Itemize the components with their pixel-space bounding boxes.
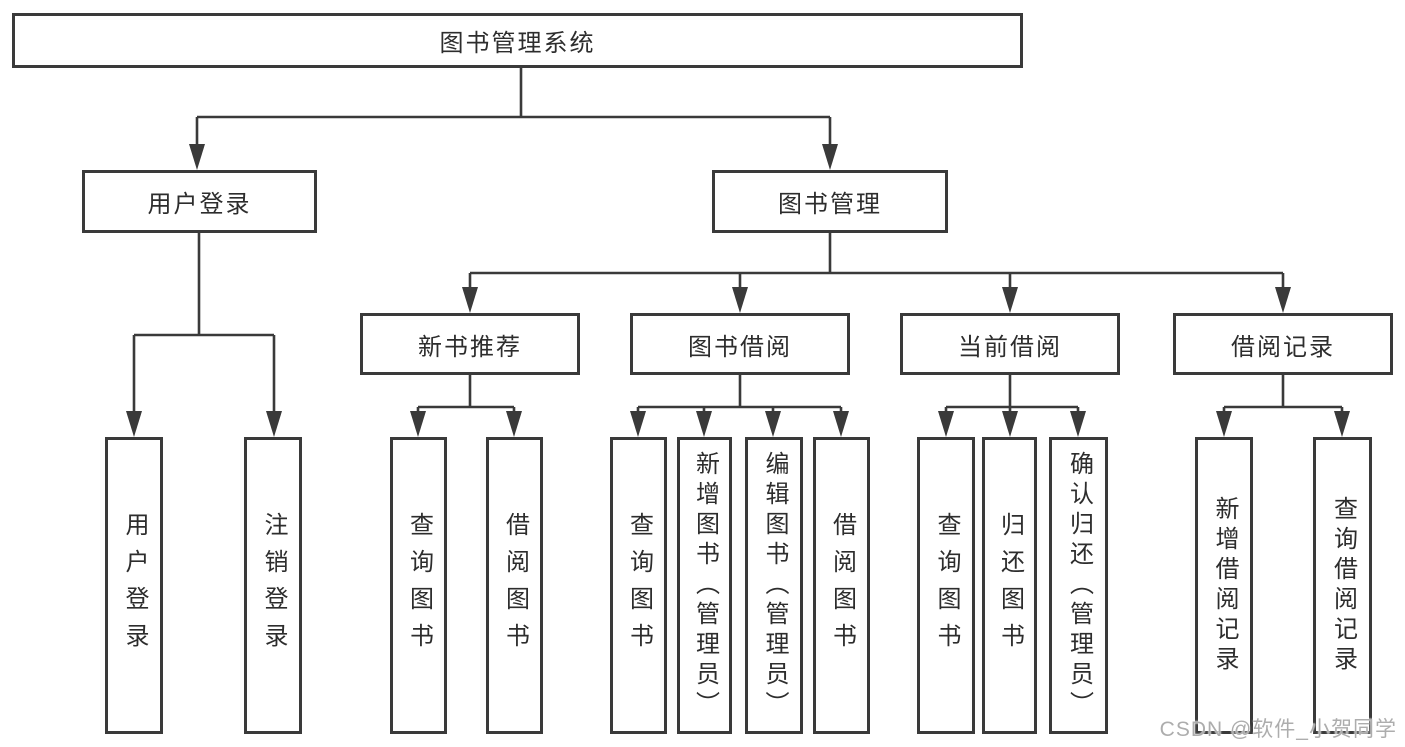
node-label: 新增图书（管理员） <box>691 450 719 721</box>
leaf-confirm-return-admin: 确认归还（管理员） <box>1049 437 1108 734</box>
leaf-query-borrow-record: 查询借阅记录 <box>1313 437 1372 734</box>
node-current-borrow: 当前借阅 <box>900 313 1120 375</box>
node-borrow-records: 借阅记录 <box>1173 313 1393 375</box>
arrowhead-icons <box>126 144 1350 437</box>
leaf-edit-books-admin: 编辑图书（管理员） <box>745 437 803 734</box>
node-new-book-recommend: 新书推荐 <box>360 313 580 375</box>
leaf-user-login: 用户登录 <box>105 437 163 734</box>
node-label: 用户登录 <box>147 191 252 218</box>
node-label: 查询借阅记录 <box>1329 495 1357 676</box>
leaf-add-books-admin: 新增图书（管理员） <box>677 437 732 734</box>
leaf-query-books-recommend: 查询图书 <box>390 437 447 734</box>
leaf-return-books: 归还图书 <box>982 437 1037 734</box>
node-label: 借阅图书 <box>828 511 856 660</box>
leaf-query-books-current: 查询图书 <box>917 437 975 734</box>
node-label: 新书推荐 <box>418 333 522 361</box>
node-label: 用户登录 <box>121 511 148 660</box>
node-label: 归还图书 <box>996 511 1024 660</box>
node-label: 图书管理 <box>778 191 882 218</box>
node-label: 注销登录 <box>260 511 287 660</box>
node-label: 查询图书 <box>933 511 960 660</box>
node-label: 确认归还（管理员） <box>1065 450 1093 721</box>
node-label: 新增借阅记录 <box>1211 495 1238 676</box>
leaf-borrow-books: 借阅图书 <box>813 437 870 734</box>
node-book-management: 图书管理 <box>712 170 948 233</box>
leaf-borrow-books-recommend: 借阅图书 <box>486 437 543 734</box>
leaf-add-borrow-record: 新增借阅记录 <box>1195 437 1253 734</box>
node-label: 编辑图书（管理员） <box>761 450 788 721</box>
node-label: 借阅记录 <box>1231 333 1335 361</box>
node-label: 查询图书 <box>405 511 433 660</box>
node-label: 图书管理系统 <box>439 30 596 57</box>
node-library-management-system: 图书管理系统 <box>12 13 1023 68</box>
node-book-borrow: 图书借阅 <box>630 313 850 375</box>
leaf-query-books-borrow: 查询图书 <box>610 437 667 734</box>
node-label: 图书借阅 <box>688 333 792 361</box>
node-user-login: 用户登录 <box>82 170 317 233</box>
csdn-watermark: CSDN @软件_小贺同学 <box>1159 718 1397 741</box>
node-label: 借阅图书 <box>501 511 529 660</box>
node-label: 当前借阅 <box>958 333 1062 361</box>
leaf-logout: 注销登录 <box>244 437 302 734</box>
node-label: 查询图书 <box>625 511 653 660</box>
tree-connector-lines <box>132 68 1344 418</box>
